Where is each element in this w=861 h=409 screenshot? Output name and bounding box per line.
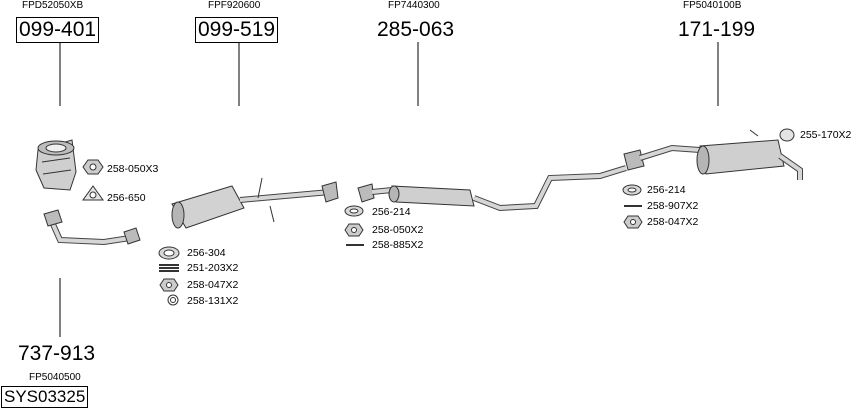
downpipe-catalyst (35, 139, 77, 191)
group-ref: FP5040500 (29, 372, 81, 383)
group-ref: FP5040100B (683, 0, 742, 11)
part-number[interactable]: 171-199 (678, 18, 756, 41)
part-number[interactable]: 285-063 (377, 18, 455, 41)
part-number-box[interactable]: 099-519 (195, 17, 279, 43)
part-label[interactable]: 258-885X2 (372, 239, 424, 251)
catalyst-pipe (171, 177, 339, 229)
part-label[interactable]: 256-214 (647, 184, 686, 196)
rubber-mount-icon (779, 128, 795, 142)
part-label[interactable]: 258-131X2 (187, 295, 239, 307)
part-label[interactable]: 258-907X2 (647, 200, 699, 212)
group-ref: FP7440300 (388, 0, 440, 11)
part-number-box[interactable]: 099-401 (16, 17, 100, 43)
part-label[interactable]: 258-050X2 (372, 224, 424, 236)
front-pipe (43, 209, 141, 246)
part-number[interactable]: 737-913 (18, 342, 96, 365)
center-pipe (357, 165, 627, 212)
part-label[interactable]: 258-047X2 (187, 279, 239, 291)
part-label[interactable]: 256-214 (372, 206, 411, 218)
part-label[interactable]: 256-304 (187, 247, 226, 259)
part-label[interactable]: 258-050X3 (107, 163, 159, 175)
rear-silencer (623, 129, 803, 180)
group-ref: FPD52050XB (22, 0, 84, 11)
part-label[interactable]: 255-170X2 (800, 129, 852, 141)
spring-icon (159, 264, 179, 272)
group-ref: FPF920600 (208, 0, 261, 11)
part-label[interactable]: 256-650 (107, 192, 146, 204)
system-code: SYS03325 (1, 386, 89, 408)
part-label[interactable]: 258-047X2 (647, 216, 699, 228)
part-label[interactable]: 251-203X2 (187, 262, 239, 274)
